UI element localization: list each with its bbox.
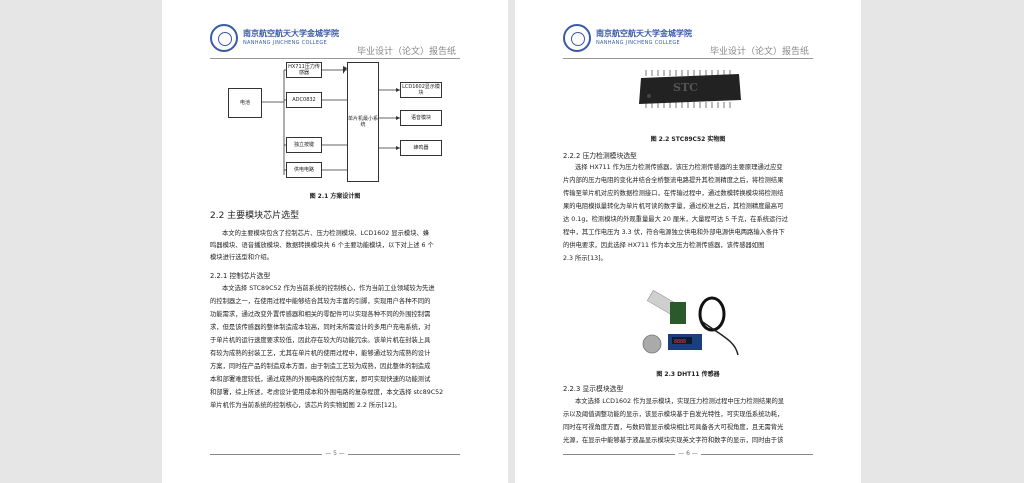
paragraph-line: 片内部的压力电阻的变化并结合全桥整流电路提升其检测精度之后，将检测结果 bbox=[563, 177, 784, 184]
header-rule bbox=[563, 58, 813, 59]
paragraph-line: 的控制器之一，在使用过程中能够结合其较为丰富的引脚，实现用户各种不同的 bbox=[210, 298, 431, 305]
mcu-box: 单片机最小系统 bbox=[347, 62, 379, 182]
figure-caption-2-2: 图 2.2 STC89C52 实物图 bbox=[650, 136, 726, 143]
sensor-kit-icon: 8888 bbox=[642, 289, 739, 356]
paragraph-line: 于单片机的运行速度要求较低，因此存在较大的功能冗余。该单片机在封装上具 bbox=[210, 337, 431, 344]
relay-box: 供电电路 bbox=[286, 162, 322, 178]
buzzer-box: 蜂鸣器 bbox=[400, 140, 442, 156]
document-page-right: 南京航空航天大学金城学院 NANHANG JINCHENG COLLEGE 毕业… bbox=[515, 0, 861, 483]
adc-box: ADC0832 bbox=[286, 92, 322, 108]
page-number: — 5 — bbox=[162, 450, 508, 457]
page-number-text: — 6 — bbox=[675, 450, 701, 457]
paragraph-line: 传输至单片机对应的数据检测接口，在传输过程中，通过数模转换模块将检测结 bbox=[563, 190, 784, 197]
paragraph-line: 单片机作为当前系统的控制核心，该芯片的实物如图 2.2 所示[12]。 bbox=[210, 402, 401, 409]
svg-text:8888: 8888 bbox=[674, 339, 686, 345]
subsection-title: 2.2.3 显示模块选型 bbox=[563, 385, 624, 393]
hx711-sensor-photo: 8888 bbox=[640, 280, 740, 366]
voice-box: 语音模块 bbox=[400, 110, 442, 126]
school-name-en: NANHANG JINCHENG COLLEGE bbox=[243, 40, 327, 46]
school-seal-icon bbox=[563, 24, 591, 52]
chip-icon bbox=[639, 70, 741, 108]
keys-box: 独立按键 bbox=[286, 137, 322, 153]
report-header-label: 毕业设计（论文）报告纸 bbox=[709, 47, 809, 57]
paragraph-line: 程中，其工作电压为 3.3 伏，符合电源独立供电和外部电源供电两路输入条件下 bbox=[563, 229, 785, 236]
paragraph-line: 本文选择 STC89C52 作为当前系统的控制核心，作为当前工业领域较为先进 bbox=[222, 285, 435, 292]
paragraph-line: 求，但是该传感器的整体制造成本较高，同时未所需设计的多用户充电系统，对 bbox=[210, 324, 431, 331]
paragraph-line: 本文的主要模块包含了控制芯片、压力检测模块、LCD1602 显示模块、蜂 bbox=[222, 230, 430, 237]
paragraph-line: 模块进行选型和介绍。 bbox=[210, 254, 273, 261]
paragraph-line: 本和部署难度较低，通过成熟的外围电路的控制方案，即可实现快速的功能测试 bbox=[210, 376, 431, 383]
subsection-title: 2.2.2 压力检测模块选型 bbox=[563, 152, 637, 160]
report-header-label: 毕业设计（论文）报告纸 bbox=[356, 47, 456, 57]
figure-caption-2-1: 图 2.1 方案设计图 bbox=[309, 193, 361, 200]
stc89c52-chip-photo: STC bbox=[635, 66, 745, 112]
lcd-box: LCD1602显示模块 bbox=[400, 82, 442, 98]
section-title: 2.2 主要模块芯片选型 bbox=[210, 211, 300, 221]
subsection-title: 2.2.1 控制芯片选型 bbox=[210, 272, 271, 280]
chip-brand-label: STC bbox=[673, 81, 698, 94]
school-name-en: NANHANG JINCHENG COLLEGE bbox=[596, 40, 680, 46]
power-supply-box: 电池 bbox=[228, 88, 262, 118]
paragraph-line: 本文选择 LCD1602 作为显示模块，实现压力检测过程中压力检测结果的显 bbox=[575, 398, 785, 405]
paragraph-line: 方案，同时在产品的制造成本方面，由于制造工艺较为成熟，因此整体的制造成 bbox=[210, 363, 431, 370]
system-block-diagram: 电池 HX711压力传感器 ADC0832 独立按键 供电电路 单片机最小系统 … bbox=[222, 60, 462, 188]
school-name-cn: 南京航空航天大学金城学院 bbox=[243, 29, 339, 38]
school-seal-icon bbox=[210, 24, 238, 52]
paragraph-line: 达 0.1g，检测模块的外观重量最大 20 厘米，大量程可达 5 千克，在系统运… bbox=[563, 216, 788, 223]
paragraph-line: 功能需求，通过改变外置传感器和相关的零配件可以实现各种不同的外围控制需 bbox=[210, 311, 431, 318]
paragraph-line: 选择 HX711 作为压力检测传感器，该压力检测传感器的主要原理通过应变 bbox=[575, 164, 783, 171]
diagram-connectors bbox=[262, 66, 400, 175]
pressure-sensor-box: HX711压力传感器 bbox=[286, 62, 322, 78]
paragraph-line: 的供电要求，因此选择 HX711 作为本文压力检测传感器，该传感器如图 bbox=[563, 242, 765, 249]
document-page-left: 南京航空航天大学金城学院 NANHANG JINCHENG COLLEGE 毕业… bbox=[162, 0, 508, 483]
paragraph-line: 同时在可视角度方面，与数码管显示模块相比可具备各大可视角度，且无需背光 bbox=[563, 424, 784, 431]
paragraph-line: 和部署，综上所述，考虑设计使用成本和外围电路的复杂程度，本文选择 stc89C5… bbox=[210, 389, 444, 396]
paragraph-line: 鸣器模块、语音播放模块、数据转换模块共 6 个主要功能模块，以下对上述 6 个 bbox=[210, 242, 434, 249]
paragraph-line: 果的电阻模拟量转化为单片机可读的数字量，通过校准之后，其检测精度最高可 bbox=[563, 203, 784, 210]
page-number-text: — 5 — bbox=[322, 450, 348, 457]
paragraph-line: 2.3 所示[13]。 bbox=[563, 255, 607, 262]
paragraph-line: 光源，在显示中能够基于液晶显示模块实现英文字符和数字的显示，同时由于该 bbox=[563, 437, 784, 444]
header-rule bbox=[210, 58, 460, 59]
figure-caption-2-3: 图 2.3 DHT11 传感器 bbox=[656, 371, 720, 378]
school-name-cn: 南京航空航天大学金城学院 bbox=[596, 29, 692, 38]
paragraph-line: 有较为成熟的封装工艺，尤其在单片机的使用过程中，能够通过较为成熟的设计 bbox=[210, 350, 431, 357]
page-number: — 6 — bbox=[515, 450, 861, 457]
paragraph-line: 示以及阈值调整功能的显示，该显示模块基于自发光特性，可实现低系统功耗， bbox=[563, 411, 784, 418]
